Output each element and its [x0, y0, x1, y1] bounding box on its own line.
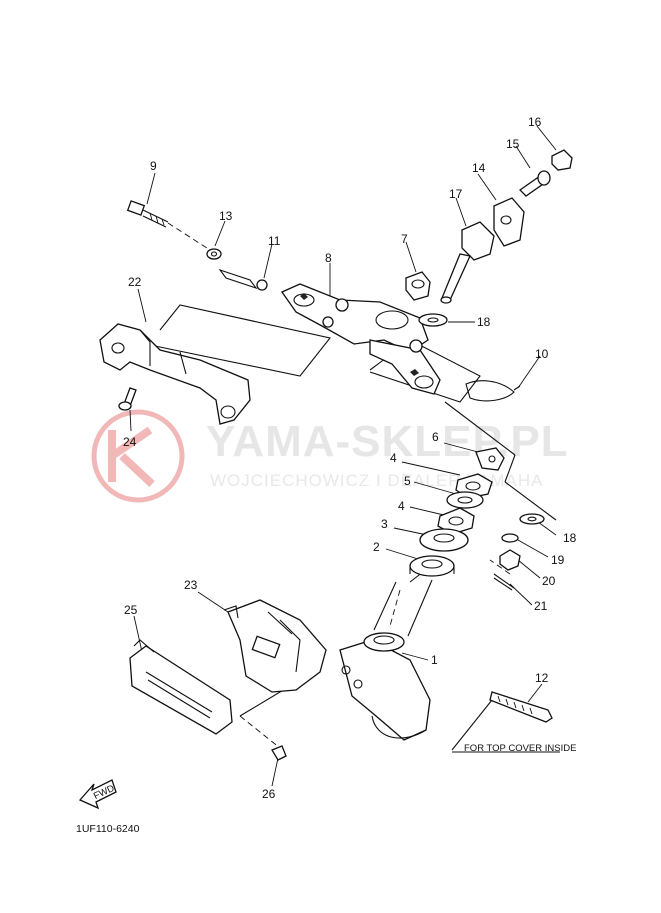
bracket-22	[99, 323, 251, 425]
holder-14	[493, 197, 525, 247]
top-cover-note: FOR TOP COVER INSIDE	[464, 743, 576, 754]
callout-20: 20	[542, 574, 556, 588]
callout-3: 3	[381, 517, 388, 531]
plate-6	[475, 447, 505, 471]
washer-5	[446, 491, 484, 509]
cap-16	[551, 149, 573, 171]
washer-18-upper	[418, 313, 448, 327]
callout-4-lower: 4	[398, 499, 405, 513]
cable-tie-12	[489, 691, 553, 723]
callout-7: 7	[401, 232, 408, 246]
callout-15: 15	[506, 137, 520, 151]
callout-11: 11	[268, 234, 281, 248]
callout-6: 6	[432, 430, 439, 444]
watermark-subtitle: WOJCIECHOWICZ I DEALER YAMAHA	[210, 471, 543, 490]
callout-labels: 1 2 3 4 4 5 6 7 8 9 10 11 12 13 14 15 16…	[123, 115, 577, 801]
pin-10	[465, 380, 521, 402]
callout-23: 23	[184, 578, 198, 592]
bearing-3	[419, 528, 469, 552]
fwd-arrow-icon: FWD	[78, 779, 117, 810]
shaft-17	[440, 221, 495, 304]
callout-18-lower: 18	[563, 531, 577, 545]
callout-25: 25	[124, 603, 138, 617]
washer-13	[206, 248, 222, 260]
fwd-label: FWD	[92, 783, 116, 802]
watermark-title: YAMA-SKLEP.PL	[206, 417, 569, 466]
bolt-9	[126, 200, 169, 228]
clip-11	[218, 268, 268, 291]
washer-18-lower	[519, 513, 545, 525]
callout-13: 13	[219, 209, 233, 223]
race-2	[409, 555, 455, 577]
callout-9: 9	[150, 159, 157, 173]
callout-16: 16	[528, 115, 542, 129]
pin-21	[493, 573, 515, 591]
callout-26: 26	[262, 787, 276, 801]
callout-4-upper: 4	[390, 451, 397, 465]
bracket-23	[223, 599, 327, 693]
callout-10: 10	[535, 347, 549, 361]
bolt-15	[518, 170, 551, 197]
screw-26	[271, 745, 287, 761]
nut-20	[499, 549, 521, 571]
callout-21: 21	[534, 599, 548, 613]
watermark-logo	[91, 409, 185, 503]
callout-12: 12	[535, 671, 549, 685]
nut-7	[405, 271, 431, 301]
callout-17: 17	[449, 187, 463, 201]
callout-19: 19	[551, 553, 565, 567]
callout-1: 1	[431, 653, 438, 667]
callout-14: 14	[472, 161, 486, 175]
washer-19	[501, 533, 519, 543]
upper-bracket-8	[281, 283, 441, 395]
callout-8: 8	[325, 251, 332, 265]
callout-24: 24	[123, 435, 137, 449]
nut-4-lower	[437, 507, 475, 535]
steering-column-1	[339, 632, 431, 741]
callout-5: 5	[404, 474, 411, 488]
callout-18-upper: 18	[477, 315, 491, 329]
cover-25	[129, 639, 233, 735]
callout-22: 22	[128, 275, 142, 289]
screw-24	[118, 387, 137, 411]
diagram-code: 1UF110-6240	[76, 823, 140, 835]
callout-2: 2	[373, 540, 380, 554]
